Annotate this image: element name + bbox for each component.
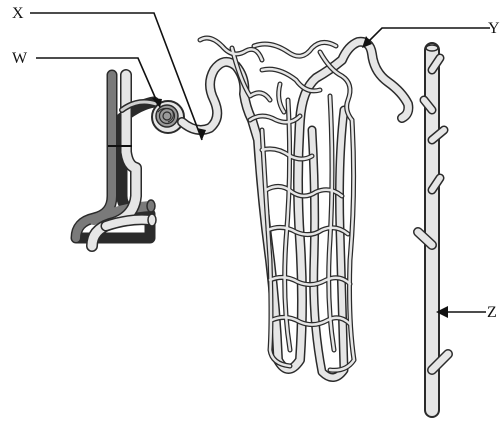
renal-blood-vessels	[76, 75, 156, 246]
vessel-end-dark	[147, 200, 155, 212]
pointer-y	[364, 28, 490, 46]
nephron-tubule	[182, 42, 408, 378]
label-w: W	[12, 50, 28, 67]
label-y: Y	[488, 20, 500, 37]
pointer-w	[36, 58, 158, 104]
vessel-end-light	[148, 214, 156, 226]
label-z: Z	[487, 304, 497, 321]
collecting-duct	[418, 45, 448, 410]
glomerulus	[152, 101, 184, 133]
label-x: X	[12, 5, 24, 22]
